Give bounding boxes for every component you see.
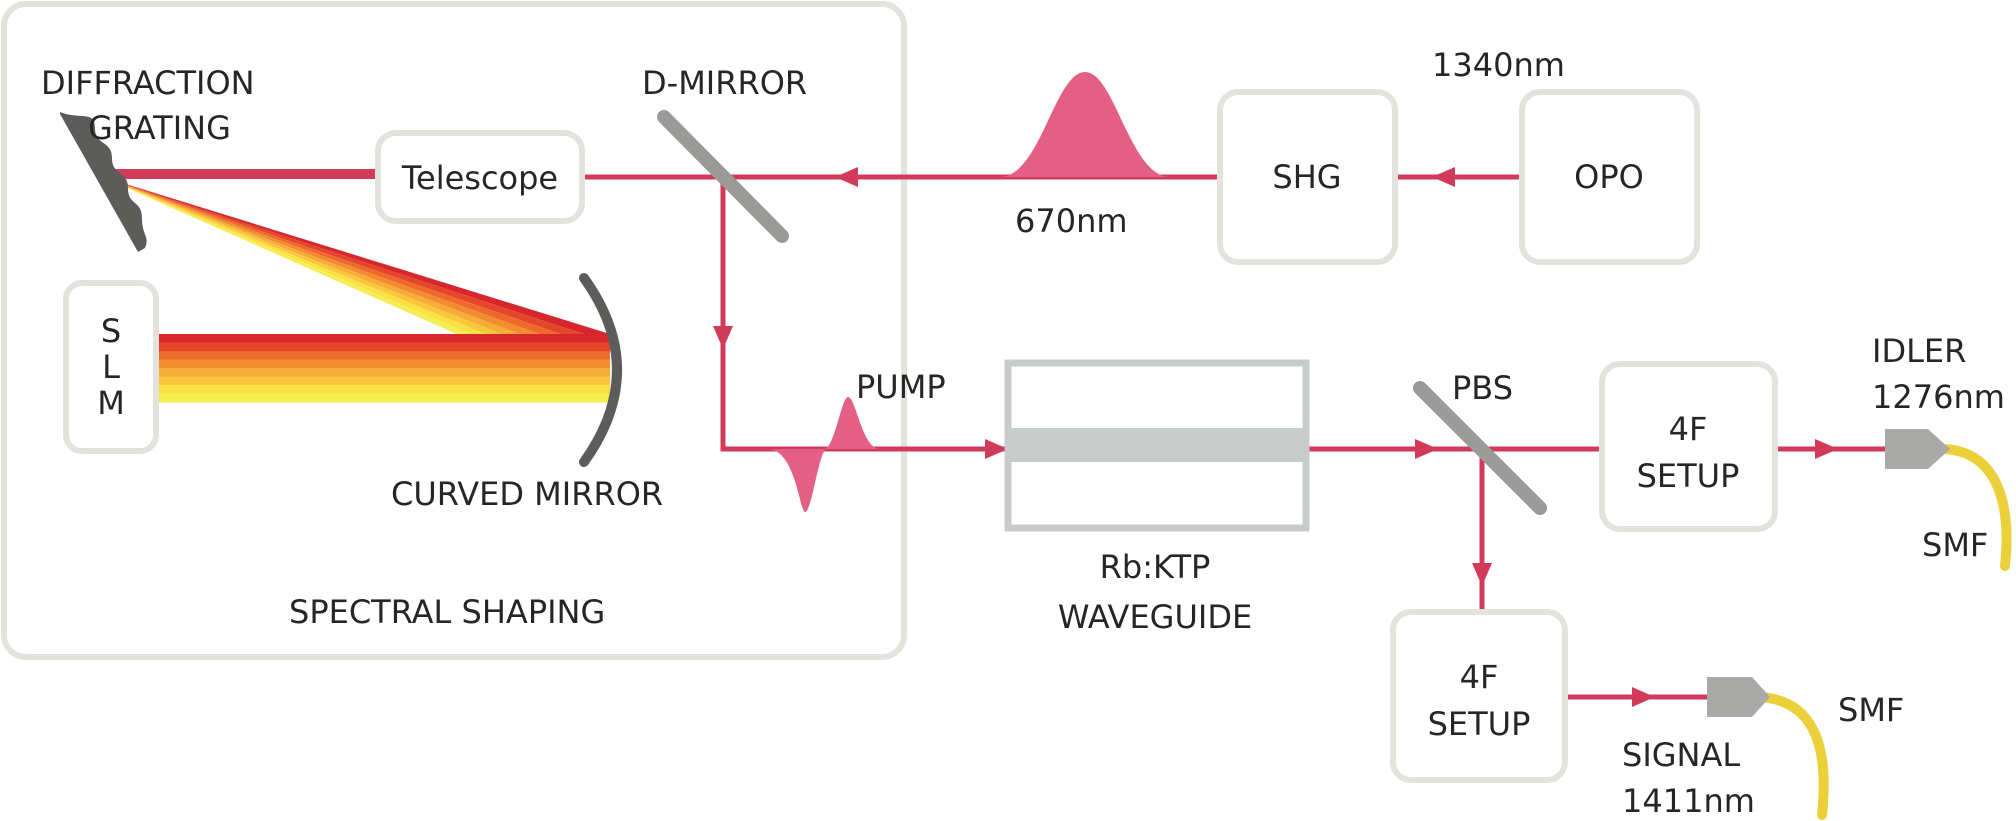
beam-arrow-idler (1815, 439, 1838, 459)
label-rbktp: Rb:KTP (1100, 548, 1211, 586)
beam-arrow-pump (985, 439, 1008, 459)
pulse-670 (1000, 72, 1170, 177)
spectrum-band (156, 342, 610, 352)
label-slm-l: L (102, 348, 120, 386)
label-slm-m: M (97, 384, 125, 422)
beam-arrow-signal-down (1472, 563, 1492, 586)
spectrum-band (156, 359, 610, 369)
label-smf-signal: SMF (1838, 691, 1904, 729)
label-1411nm: 1411nm (1622, 782, 1755, 820)
telescope-box (375, 130, 585, 224)
label-slm-s: S (101, 312, 121, 350)
fiber-signal (1755, 692, 1829, 820)
label-1340nm: 1340nm (1432, 46, 1565, 84)
label-waveguide: WAVEGUIDE (1058, 598, 1252, 636)
label-670nm: 670nm (1015, 202, 1128, 240)
label-4f-signal-1: 4F (1460, 658, 1499, 696)
beam-arrow-wg (1415, 439, 1438, 459)
slm-box (63, 280, 159, 454)
diffraction-grating-icon (60, 112, 147, 252)
spectrum-band (156, 385, 610, 394)
beam-arrow-signal (1632, 687, 1655, 707)
fiber-coupler-icon (1885, 429, 1950, 469)
spectrum-bands (156, 334, 610, 403)
label-idler: IDLER (1872, 332, 1966, 370)
beam-arrow-down (713, 326, 733, 349)
label-telescope: Telescope (401, 159, 558, 197)
beam-arrow-1340 (1432, 167, 1455, 187)
setup-4f-signal-box (1390, 609, 1568, 783)
label-4f-idler-2: SETUP (1637, 457, 1740, 495)
label-4f-idler-1: 4F (1669, 410, 1708, 448)
fiber-idler (1940, 444, 2012, 571)
spectrum-band (156, 368, 610, 377)
setup-4f-idler-box (1599, 361, 1778, 532)
d-mirror-icon (657, 110, 789, 243)
label-spectral-shaping: SPECTRAL SHAPING (289, 593, 605, 631)
waveguide-channel (1008, 428, 1306, 462)
label-smf-idler: SMF (1922, 526, 1988, 564)
spectrum-band (156, 351, 610, 360)
label-d-mirror: D-MIRROR (642, 64, 807, 102)
beam-pump-path (720, 177, 1010, 452)
spectrum-band (156, 376, 610, 386)
label-4f-signal-2: SETUP (1428, 705, 1531, 743)
shg-box (1217, 89, 1398, 265)
curved-mirror-icon (579, 273, 622, 467)
label-opo: OPO (1574, 158, 1644, 196)
opo-box (1519, 89, 1700, 265)
label-signal: SIGNAL (1622, 736, 1740, 774)
label-pump: PUMP (856, 368, 946, 406)
label-grating: GRATING (88, 109, 231, 147)
label-curved-mirror: CURVED MIRROR (391, 475, 663, 513)
label-shg: SHG (1272, 158, 1341, 196)
spectrum-band (156, 393, 610, 403)
label-diffraction: DIFFRACTION (41, 64, 255, 102)
pulse-pump (768, 397, 880, 512)
label-pbs: PBS (1452, 369, 1513, 407)
spectrum-band (156, 334, 610, 343)
beam-arrow-670 (835, 167, 858, 187)
label-1276nm: 1276nm (1872, 378, 2005, 416)
pbs-icon (1413, 381, 1547, 515)
fiber-coupler-signal-icon (1707, 677, 1770, 717)
